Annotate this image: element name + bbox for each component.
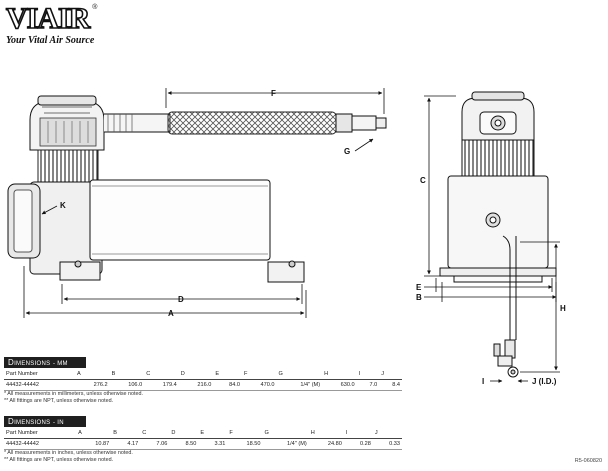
front-fins [461,139,535,179]
label-J: J (I.D.) [532,377,557,386]
label-I: I [482,377,484,386]
side-dimensions [23,88,385,318]
label-H: H [560,304,566,313]
document-number: R5-060820 [574,458,602,464]
label-C: C [420,176,426,185]
table-header-row: Part Number A B C D E F G H I J [4,428,402,439]
label-E: E [416,283,422,292]
motor-can [89,179,271,261]
front-hose [502,235,511,340]
logo-wordmark: VIAIR [5,2,91,35]
mount-foot-left [59,261,101,281]
table-row: 44432-44442 276.2 106.0 179.4 216.0 84.0… [4,379,402,391]
label-G: G [344,147,350,156]
label-K: K [60,201,66,210]
viair-logo: VIAIR ® Your Vital Air Source [5,2,118,46]
hose-fitting [335,113,353,133]
front-view [439,91,557,378]
cylinder-fins [37,149,99,183]
braided-hose [167,111,337,135]
mount-foot-right [267,261,305,283]
in-table-notes: * All measurements in inches, unless oth… [4,450,133,463]
mm-table-notes: * All measurements in millimeters, unles… [4,391,144,404]
mm-table-title: DIMENSIONS - MM [4,357,86,368]
label-F: F [271,89,276,98]
side-view [7,95,387,283]
head-top-cap [37,95,97,106]
front-dimensions [424,95,560,383]
table-header-row: Part Number A B C D E F G H I J [4,369,402,380]
in-table-title: DIMENSIONS - IN [4,416,86,427]
registered-mark: ® [92,4,98,11]
label-B: B [416,293,422,302]
label-A: A [168,309,174,318]
table-row: 44432-44442 10.87 4.17 7.06 8.50 3.31 18… [4,438,402,450]
logo-tagline: Your Vital Air Source [6,35,95,46]
label-D: D [178,295,184,304]
mm-dimensions-table: Part Number A B C D E F G H I J 44432-44… [4,369,402,391]
in-dimensions-table: Part Number A B C D E F G H I J 44432-44… [4,428,402,450]
